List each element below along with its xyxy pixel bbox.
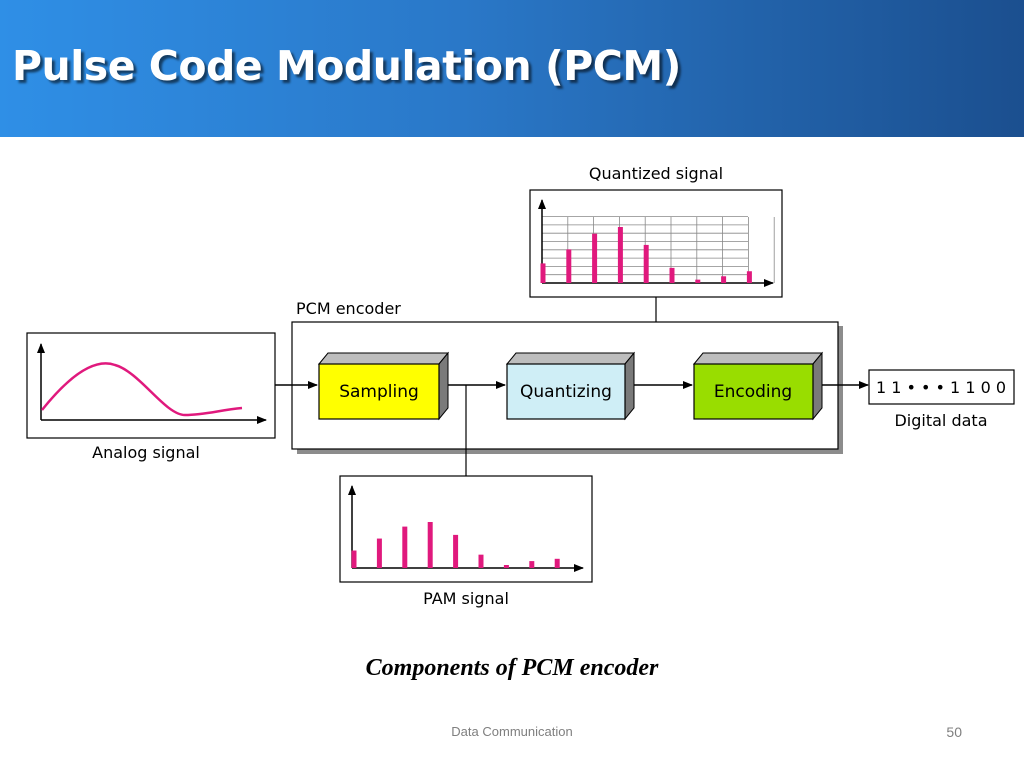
page-number: 50 xyxy=(946,724,962,740)
pcm-encoder-label: PCM encoder xyxy=(296,299,401,318)
pam-signal-label: PAM signal xyxy=(423,589,509,608)
pam-pulse xyxy=(402,526,408,568)
pam-pulse xyxy=(478,554,484,568)
pam-pulse xyxy=(529,561,535,568)
quantized-pulse xyxy=(643,244,649,283)
analog-waveform xyxy=(41,362,243,417)
pam-signal-panel xyxy=(339,475,593,583)
analog-signal-label: Analog signal xyxy=(92,443,200,462)
pam-pulse xyxy=(554,558,560,568)
quantized-pulses xyxy=(540,227,752,283)
sampling-label: Sampling xyxy=(339,382,419,402)
quantized-pulse xyxy=(566,249,572,283)
digital-data-box xyxy=(868,369,1015,405)
figure-caption: Components of PCM encoder xyxy=(365,655,659,681)
slide-title: Pulse Code Modulation (PCM) xyxy=(12,42,681,90)
encoding-label: Encoding xyxy=(714,382,792,402)
quantizing-label: Quantizing xyxy=(520,382,612,402)
quantized-signal-label: Quantized signal xyxy=(589,164,723,183)
pam-pulse xyxy=(453,534,459,568)
quantized-pulse xyxy=(617,227,623,283)
pam-pulse xyxy=(503,565,509,568)
quantizing-block: Quantizing xyxy=(505,351,636,421)
pam-pulses xyxy=(351,522,560,568)
quantized-pulse xyxy=(746,271,752,283)
quantized-pulse xyxy=(721,276,727,283)
pam-pulse xyxy=(427,522,433,568)
digital-data-label: Digital data xyxy=(894,411,987,430)
pam-pulse xyxy=(351,550,357,568)
quantized-pulse xyxy=(669,267,675,283)
footer-text: Data Communication xyxy=(451,724,573,739)
encoding-block: Encoding xyxy=(692,351,824,421)
pam-pulse xyxy=(376,538,382,568)
quantized-pulse xyxy=(695,279,701,283)
quantized-pulse xyxy=(592,233,598,283)
sampling-block: Sampling xyxy=(317,351,450,421)
quantized-pulse xyxy=(540,263,546,283)
title-bar: Pulse Code Modulation (PCM) xyxy=(0,0,1024,137)
digital-bits: 1 1 • • • 1 1 0 0 xyxy=(876,378,1006,397)
